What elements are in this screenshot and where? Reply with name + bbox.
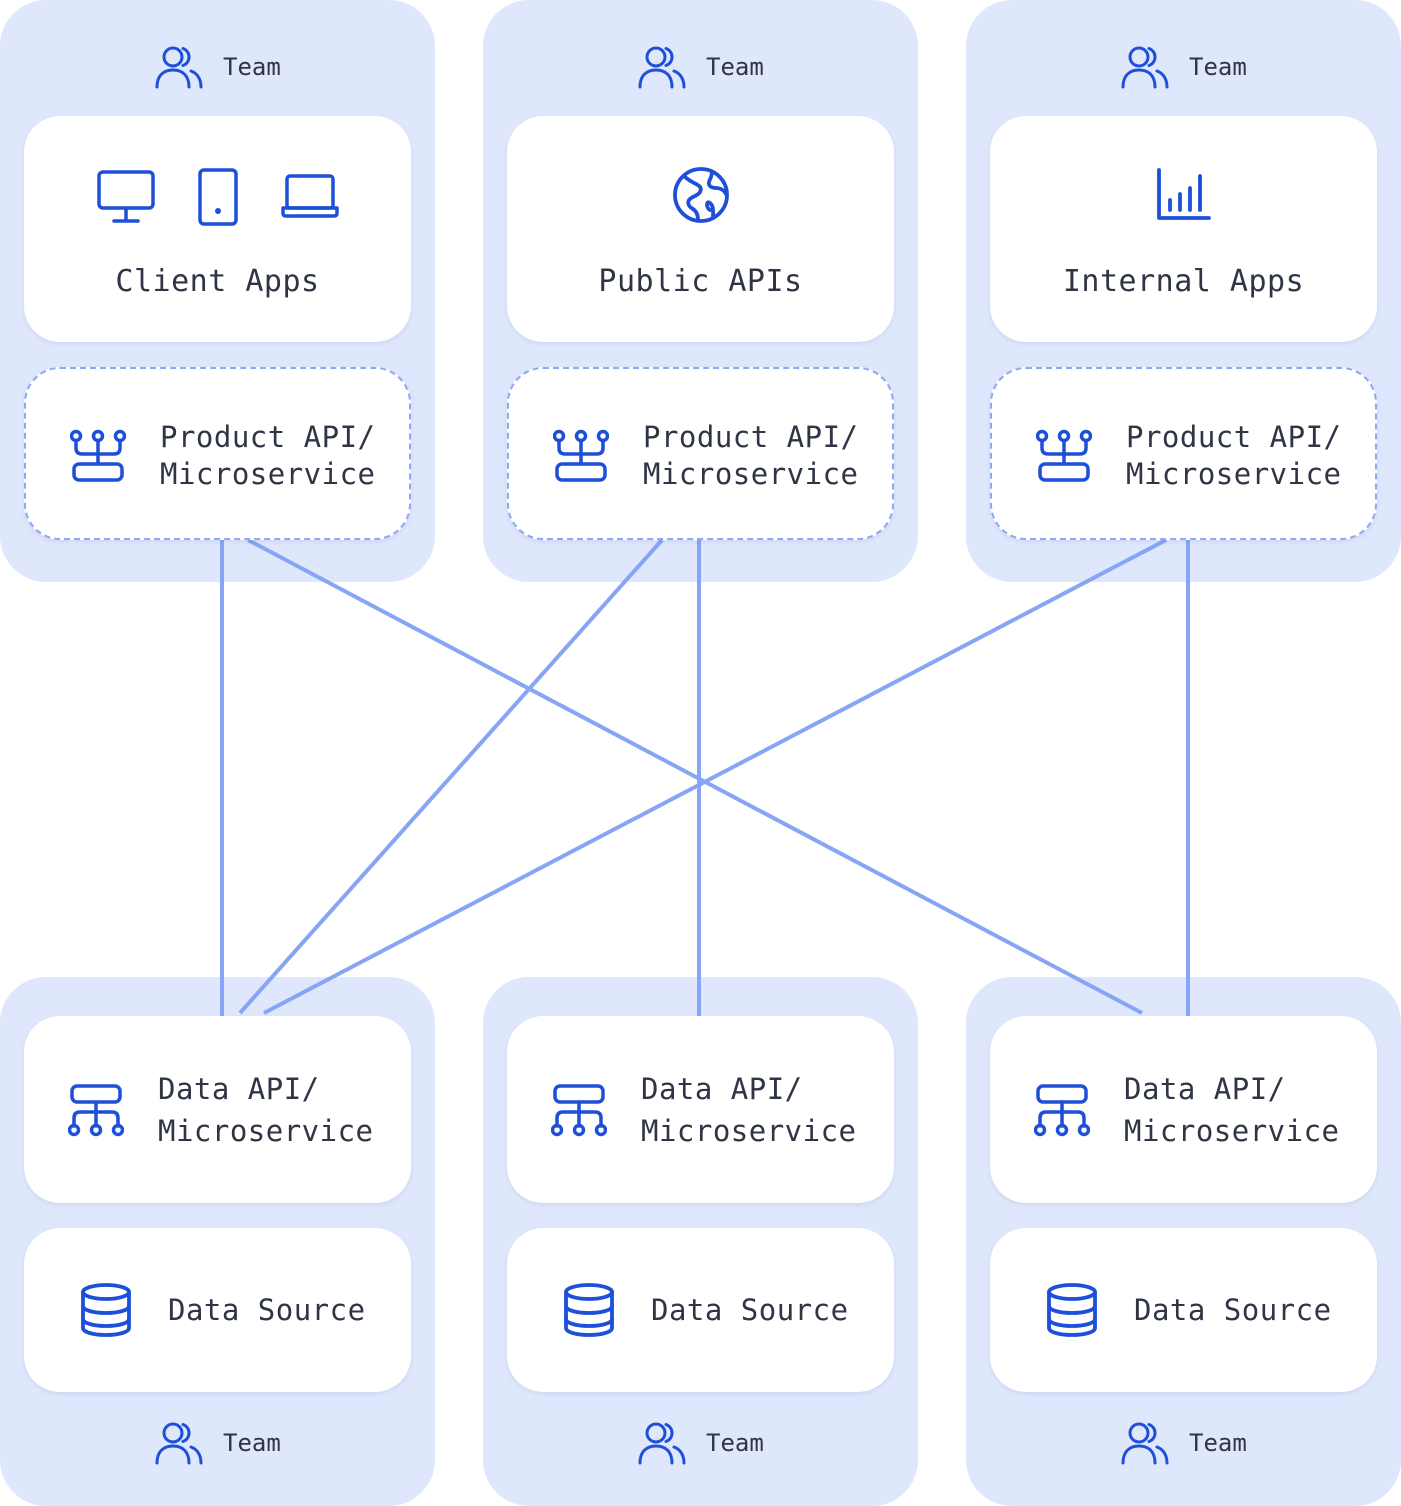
database-icon — [80, 1282, 132, 1338]
team-icon — [638, 44, 686, 90]
data-source-card: Data Source — [507, 1228, 894, 1392]
card-title: Internal Apps — [1062, 264, 1305, 299]
connector-internal-to-data-1 — [263, 538, 1167, 1015]
data-api-icon — [551, 1082, 607, 1138]
data-api-icon — [1034, 1082, 1090, 1138]
connector-client-to-data-3 — [247, 538, 1143, 1015]
data-source-label: Data Source — [651, 1293, 849, 1327]
internal-apps-card: Internal Apps — [990, 116, 1377, 342]
service-label: Data API/ Microservice — [158, 1072, 374, 1148]
service-label: Product API/ Microservice — [643, 420, 859, 491]
data-source-label: Data Source — [1134, 1293, 1332, 1327]
product-api-icon — [1036, 428, 1092, 484]
team-footer: Team — [155, 1420, 281, 1466]
data-api-card: Data API/ Microservice — [507, 1016, 894, 1203]
team-header: Team — [155, 44, 281, 90]
product-api-card: Product API/ Microservice — [507, 367, 894, 540]
team-label: Team — [706, 53, 764, 81]
data-source-label: Data Source — [168, 1293, 366, 1327]
tablet-icon — [189, 168, 247, 226]
team-label: Team — [223, 1429, 281, 1457]
team-icon — [638, 1420, 686, 1466]
laptop-icon — [281, 168, 339, 226]
public-apis-card: Public APIs — [507, 116, 894, 342]
desktop-icon — [97, 168, 155, 226]
product-api-card: Product API/ Microservice — [24, 367, 411, 540]
team-icon — [1121, 1420, 1169, 1466]
card-title: Client Apps — [115, 264, 320, 299]
data-api-icon — [68, 1082, 124, 1138]
database-icon — [1046, 1282, 1098, 1338]
client-apps-icons — [24, 168, 411, 226]
team-icon — [1121, 44, 1169, 90]
service-label: Data API/ Microservice — [641, 1072, 857, 1148]
service-label: Product API/ Microservice — [160, 420, 376, 491]
team-icon — [155, 1420, 203, 1466]
team-header: Team — [1121, 44, 1247, 90]
service-label: Data API/ Microservice — [1124, 1072, 1340, 1148]
client-apps-card: Client Apps — [24, 116, 411, 342]
team-footer: Team — [638, 1420, 764, 1466]
internal-apps-icons — [990, 166, 1377, 224]
data-source-card: Data Source — [24, 1228, 411, 1392]
data-source-card: Data Source — [990, 1228, 1377, 1392]
product-api-icon — [553, 428, 609, 484]
team-footer: Team — [1121, 1420, 1247, 1466]
database-icon — [563, 1282, 615, 1338]
team-header: Team — [638, 44, 764, 90]
card-title: Public APIs — [598, 264, 803, 299]
product-api-card: Product API/ Microservice — [990, 367, 1377, 540]
service-label: Product API/ Microservice — [1126, 420, 1342, 491]
team-label: Team — [706, 1429, 764, 1457]
team-label: Team — [1189, 1429, 1247, 1457]
data-api-card: Data API/ Microservice — [24, 1016, 411, 1203]
team-label: Team — [1189, 53, 1247, 81]
team-icon — [155, 44, 203, 90]
team-label: Team — [223, 53, 281, 81]
public-apis-icons — [507, 166, 894, 224]
product-api-icon — [70, 428, 126, 484]
data-api-card: Data API/ Microservice — [990, 1016, 1377, 1203]
bar-chart-icon — [1155, 166, 1213, 224]
globe-icon — [672, 166, 730, 224]
connector-public-to-data-1 — [238, 538, 664, 1015]
